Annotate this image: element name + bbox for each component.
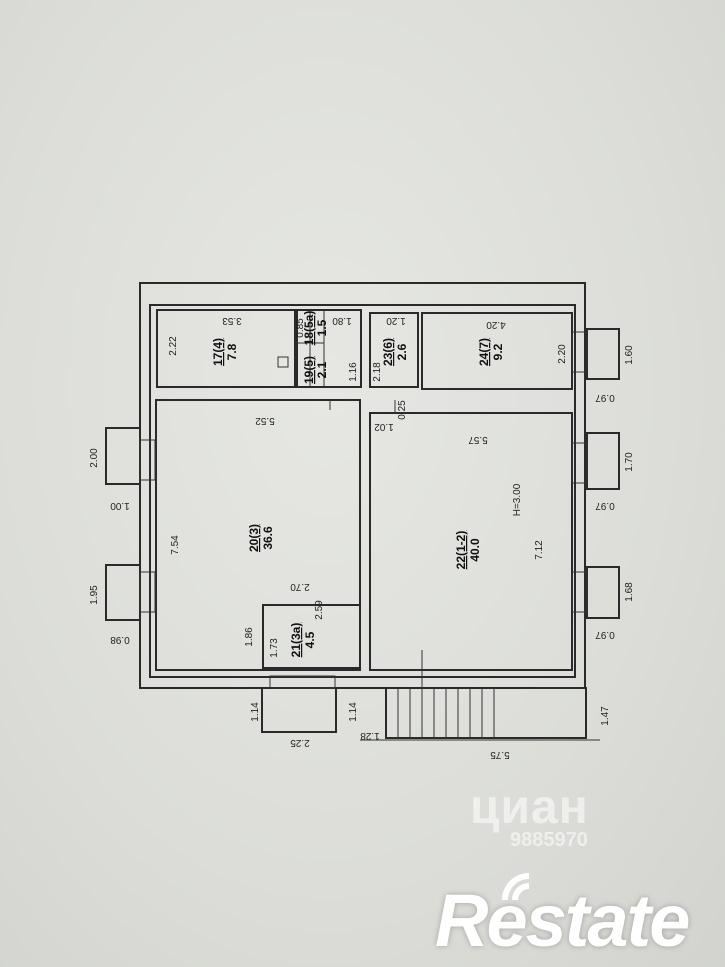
dim-186: 1.86	[244, 627, 255, 647]
dim-025: 0.25	[397, 400, 408, 420]
dim-114b: 1.14	[348, 702, 359, 722]
outer-walls	[139, 282, 586, 689]
room-19-label: 19(5)2.1	[302, 356, 329, 384]
dim-097c: 0.97	[595, 629, 615, 640]
room-18-label: 18(5а)1.5	[302, 311, 329, 346]
room-labels: 17(4)7.8 19(5)2.1 18(5а)1.5 23(6)2.6 24(…	[211, 311, 523, 658]
dim-170: 1.70	[624, 452, 635, 472]
room-22-label: 22(1-2)40.0	[454, 531, 482, 570]
dim-097a: 0.97	[595, 392, 615, 403]
dim-712: 7.12	[534, 540, 545, 560]
cian-watermark: циан 9885970	[470, 780, 589, 852]
window-bays	[105, 328, 620, 741]
signal-icon	[502, 873, 530, 901]
dim-114a: 1.14	[250, 702, 261, 722]
dim-100: 1.00	[110, 500, 130, 511]
dim-222: 2.22	[168, 336, 179, 356]
dim-147: 1.47	[600, 706, 611, 726]
dim-259: 2.59	[314, 600, 325, 620]
cian-brand: циан	[470, 781, 589, 834]
dim-225: 2.25	[290, 737, 310, 748]
dim-557: 5.57	[468, 434, 488, 445]
dim-218: 2.18	[372, 362, 383, 382]
dim-220: 2.20	[557, 344, 568, 364]
dim-120: 1.20	[386, 315, 406, 326]
dim-173: 1.73	[269, 638, 280, 658]
dim-420: 4.20	[486, 319, 506, 330]
room-21-label: 21(3а)4.5	[289, 623, 317, 658]
dim-195: 1.95	[89, 585, 100, 605]
cian-phone: 9885970	[510, 829, 588, 851]
room-24-label: 24(7)9.2	[477, 338, 505, 366]
dim-116: 1.16	[348, 362, 359, 382]
dim-098: 0.98	[110, 634, 130, 645]
restate-logo: Restate	[415, 860, 720, 962]
dim-102: 1.02	[374, 421, 394, 432]
room-20-label: 20(3)36.6	[247, 524, 275, 552]
room-17-label: 17(4)7.8	[211, 338, 239, 366]
interior-walls	[155, 309, 573, 671]
dim-128: 1.28	[360, 730, 380, 741]
dim-180: 1.80	[332, 315, 352, 326]
ceiling-height-label: H=3.00	[512, 483, 523, 516]
dim-097b: 0.97	[595, 500, 615, 511]
dim-168: 1.68	[624, 582, 635, 602]
room-23-label: 23(6)2.6	[381, 338, 409, 366]
dim-575: 5.75	[490, 749, 510, 760]
restate-logo-text: Restate	[435, 879, 690, 962]
dim-552: 5.52	[255, 415, 275, 426]
dim-754: 7.54	[170, 535, 181, 555]
dim-160: 1.60	[624, 345, 635, 365]
dimension-labels: 3.53 2.22 0.85 1.80 1.16 1.20 2.18 4.20 …	[89, 315, 635, 760]
dim-200: 2.00	[89, 448, 100, 468]
dim-085: 0.85	[295, 318, 306, 338]
dim-270: 2.70	[290, 581, 310, 592]
dim-353: 3.53	[222, 315, 242, 326]
